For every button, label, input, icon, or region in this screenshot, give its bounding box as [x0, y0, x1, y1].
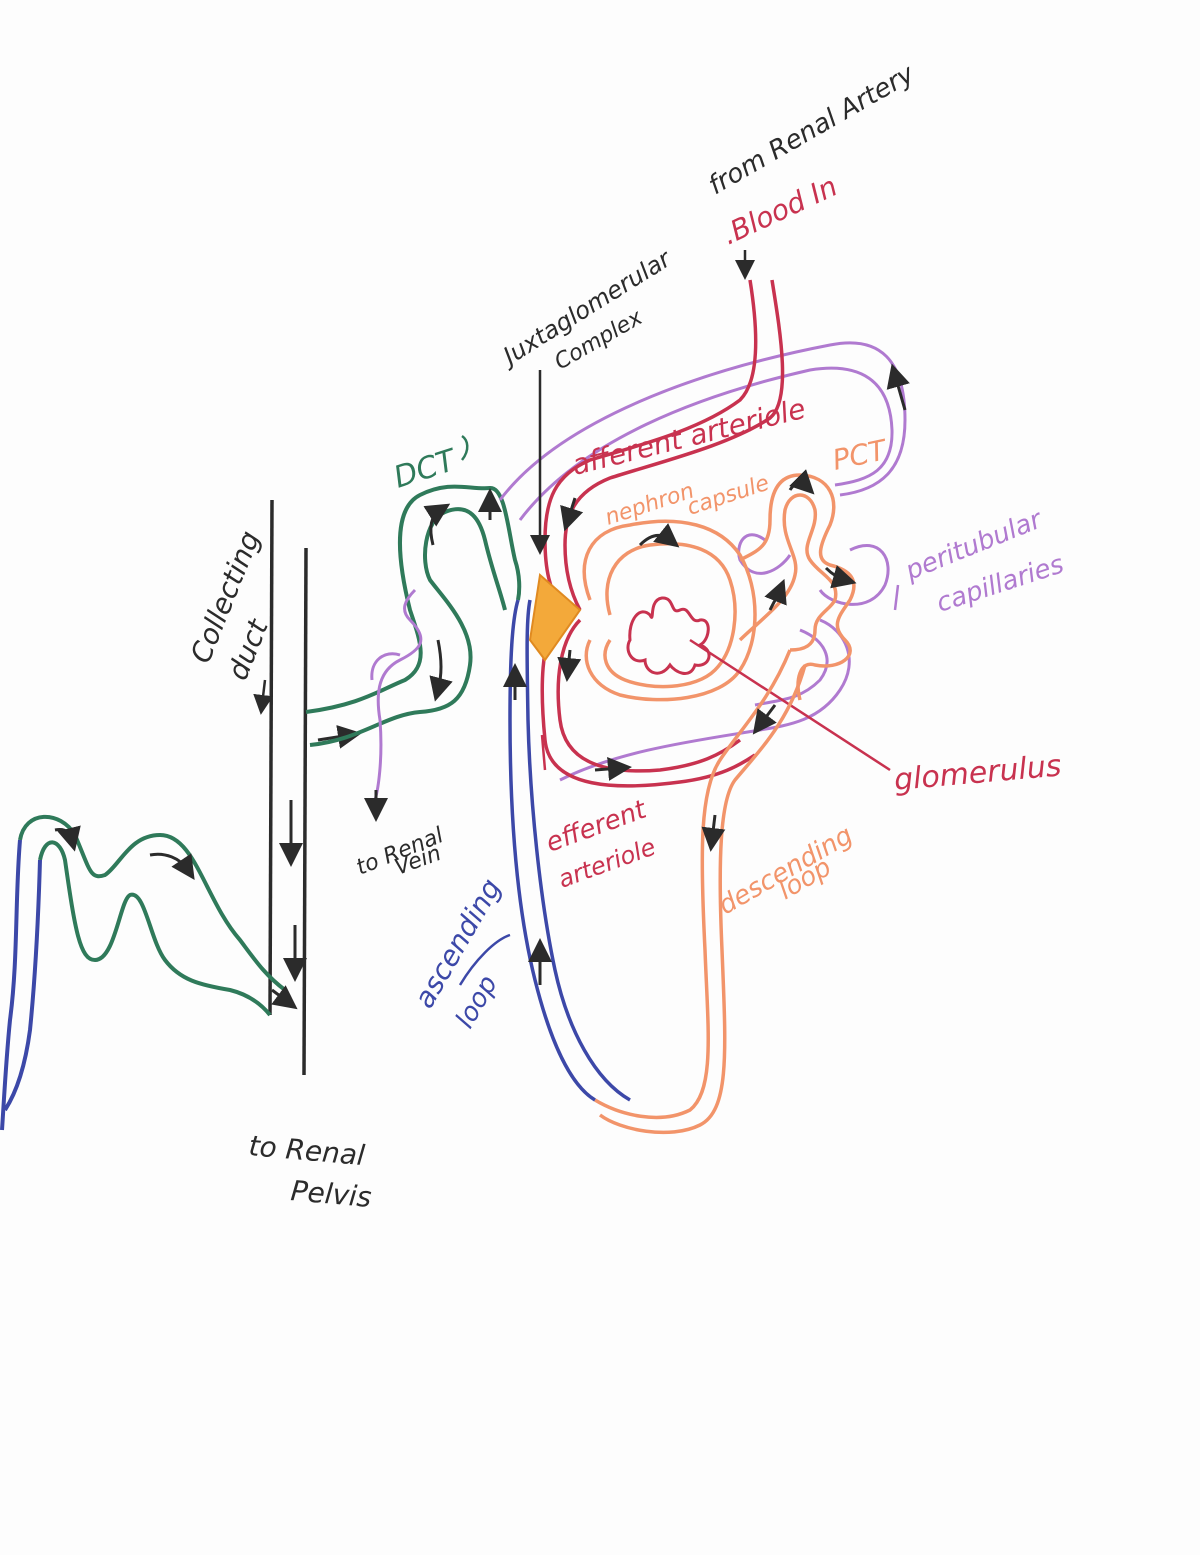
ascending-flow-arrows — [503, 663, 552, 985]
capillary-flow-arrows — [364, 363, 910, 822]
descending-flow-arrows — [701, 704, 777, 852]
label-pelvis: Pelvis — [289, 1174, 372, 1214]
label-descending: descending — [714, 820, 858, 921]
capsule-flow-arrow — [638, 523, 680, 548]
pct-flow-arrows — [764, 469, 857, 611]
label-ascending-loop: loop — [450, 970, 504, 1033]
left-tubule-segment — [0, 814, 287, 1131]
label-pct: PCT — [830, 433, 891, 477]
peritubular-capillaries — [370, 341, 907, 801]
descending-loop — [594, 649, 807, 1135]
collecting-duct-flow-arrows — [279, 724, 362, 982]
label-capsule: capsule — [684, 471, 772, 521]
collecting-duct — [268, 499, 308, 1076]
glomerulus — [626, 596, 711, 675]
ascending-loop — [508, 599, 631, 1102]
label-pointers — [253, 250, 900, 986]
diagram-labels: from Renal Artery .Blood In Juxtaglomeru… — [184, 59, 1068, 1214]
left-tubule-arrows — [54, 825, 298, 1010]
nephron-capsule — [582, 519, 757, 702]
dct-flow-arrows — [423, 488, 502, 702]
juxtaglomerular-complex — [528, 573, 582, 662]
label-to-renal-pelvis: to Renal — [247, 1129, 366, 1172]
distal-convoluted-tubule — [305, 484, 522, 747]
proximal-convoluted-tubule — [738, 473, 856, 701]
arteriole-flow-arrows — [557, 497, 632, 781]
label-glomerulus: glomerulus — [893, 748, 1063, 797]
